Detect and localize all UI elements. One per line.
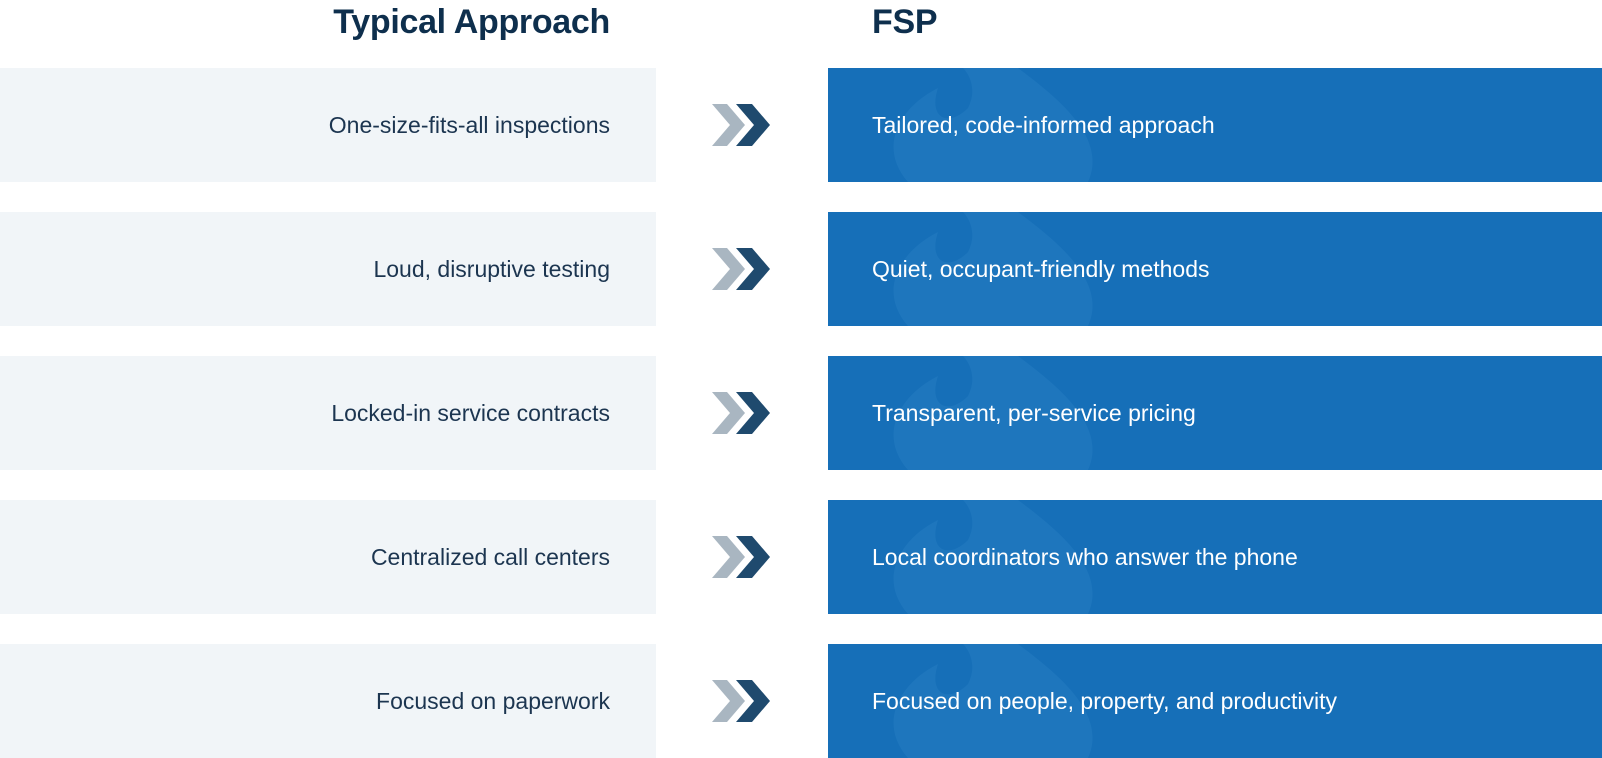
- typical-approach-cell: Focused on paperwork: [0, 644, 656, 758]
- flame-icon: [893, 500, 1093, 614]
- fsp-cell: Local coordinators who answer the phone: [828, 500, 1602, 614]
- fsp-cell: Focused on people, property, and product…: [828, 644, 1602, 758]
- typical-approach-text: One-size-fits-all inspections: [328, 112, 610, 138]
- double-chevron-right-icon: [712, 104, 770, 146]
- typical-approach-text: Locked-in service contracts: [331, 400, 610, 426]
- double-chevron-right-icon: [712, 392, 770, 434]
- comparison-row: Locked-in service contracts Transparent,…: [0, 356, 1602, 470]
- flame-icon: [893, 644, 1093, 758]
- typical-approach-text: Centralized call centers: [370, 544, 610, 570]
- flame-icon: [893, 356, 1093, 470]
- comparison-rows: One-size-fits-all inspections Tailored, …: [0, 68, 1602, 758]
- fsp-text: Tailored, code-informed approach: [872, 112, 1215, 138]
- flame-icon: [893, 212, 1093, 326]
- typical-approach-cell: One-size-fits-all inspections: [0, 68, 656, 182]
- typical-approach-heading: Typical Approach: [333, 3, 610, 41]
- double-chevron-right-icon: [712, 680, 770, 722]
- fsp-text: Local coordinators who answer the phone: [872, 544, 1298, 570]
- typical-approach-cell: Centralized call centers: [0, 500, 656, 614]
- comparison-row: Centralized call centers Local coordinat…: [0, 500, 1602, 614]
- fsp-cell: Tailored, code-informed approach: [828, 68, 1602, 182]
- typical-approach-text: Loud, disruptive testing: [373, 256, 610, 282]
- fsp-cell: Quiet, occupant-friendly methods: [828, 212, 1602, 326]
- fsp-text: Quiet, occupant-friendly methods: [872, 256, 1210, 282]
- typical-approach-cell: Loud, disruptive testing: [0, 212, 656, 326]
- fsp-text: Focused on people, property, and product…: [872, 688, 1337, 714]
- comparison-row: One-size-fits-all inspections Tailored, …: [0, 68, 1602, 182]
- fsp-heading: FSP: [872, 3, 938, 41]
- flame-icon: [893, 68, 1093, 182]
- fsp-text: Transparent, per-service pricing: [872, 400, 1196, 426]
- double-chevron-right-icon: [712, 248, 770, 290]
- fsp-cell: Transparent, per-service pricing: [828, 356, 1602, 470]
- typical-approach-text: Focused on paperwork: [376, 688, 610, 714]
- comparison-row: Loud, disruptive testing Quiet, occupant…: [0, 212, 1602, 326]
- comparison-row: Focused on paperwork Focused on people, …: [0, 644, 1602, 758]
- typical-approach-cell: Locked-in service contracts: [0, 356, 656, 470]
- double-chevron-right-icon: [712, 536, 770, 578]
